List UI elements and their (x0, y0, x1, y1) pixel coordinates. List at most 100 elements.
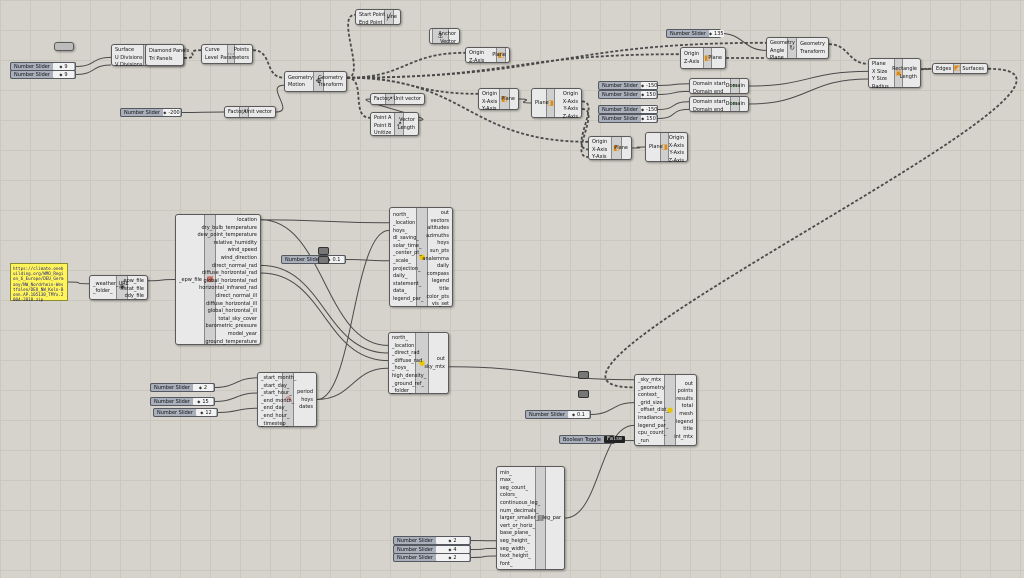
output-sunpath-4[interactable]: hoys (437, 240, 449, 247)
output-deconplane1-0[interactable]: Origin (562, 91, 578, 97)
input-incident-0[interactable]: _sky_mtx (638, 377, 662, 383)
input-diamond-0[interactable]: Diamond Panels (149, 48, 190, 54)
input-origin4-0[interactable]: Origin (592, 139, 608, 145)
slider-value[interactable]: 0.1 (323, 256, 344, 263)
output-anchor-0[interactable]: Anchor (438, 31, 456, 37)
input-legendpar-5[interactable]: num_decimals_ (500, 507, 539, 514)
input-domain2-1[interactable]: Domain end (693, 106, 724, 113)
slider-value[interactable]: 2 (435, 554, 469, 561)
number-slider-s_factor[interactable]: Number Slider-200 (120, 108, 182, 117)
input-curve-1[interactable]: Level (205, 54, 219, 61)
slider-value[interactable]: 150 (640, 91, 656, 98)
input-skymtx-4[interactable]: _hoys_ (392, 365, 409, 372)
output-curve-0[interactable]: Points (233, 47, 249, 54)
number-slider-s_scale[interactable]: Number Slider0.1 (281, 255, 346, 264)
input-origin3-1[interactable]: Z-Axis (684, 58, 700, 65)
input-incident-5[interactable]: irradiance_ (638, 414, 666, 421)
output-sunpath-12[interactable]: vis_set (431, 301, 449, 308)
output-skymtx-0[interactable]: out (436, 356, 445, 363)
input-domain1-0[interactable]: Domain start (693, 81, 726, 87)
number-slider-s_d1b[interactable]: Number Slider150 (598, 90, 658, 99)
input-legendpar-10[interactable]: seg_width_ (500, 545, 528, 552)
input-sunpath-8[interactable]: daily_ (393, 273, 408, 280)
output-sunpath-10[interactable]: title (439, 285, 449, 292)
output-curve-1[interactable]: Parameters (220, 54, 249, 61)
input-rectangle-1[interactable]: X Size (872, 68, 888, 75)
slider-value[interactable]: 135 (708, 30, 724, 37)
relay-1[interactable] (318, 256, 329, 264)
output-epwdata-0[interactable]: location (237, 217, 257, 223)
input-incident-1[interactable]: _geometry (638, 384, 665, 391)
output-factor2-0[interactable]: Unit vector (393, 96, 421, 103)
input-analysisperiod-1[interactable]: _start_day_ (261, 382, 290, 389)
output-importepw-0[interactable]: epw_file (123, 278, 144, 284)
output-deconplane2-3[interactable]: Z-Axis (668, 157, 684, 164)
input-rotate-2[interactable]: Plane (770, 55, 784, 62)
input-analysisperiod-2[interactable]: _start_hour_ (261, 390, 292, 397)
input-sunpath-1[interactable]: _location (393, 219, 416, 226)
input-sunpath-5[interactable]: _center_pt_ (393, 250, 422, 257)
toggle-switch[interactable]: False (603, 436, 625, 443)
output-incident-1[interactable]: points (677, 388, 693, 395)
input-analysisperiod-3[interactable]: _end_month_ (261, 397, 295, 404)
output-epwdata-8[interactable]: global_horizontal_rad (203, 277, 257, 284)
output-sunpath-8[interactable]: compass (426, 270, 449, 277)
input-factor2-0[interactable]: Factor (374, 96, 390, 103)
input-deconplane2-0[interactable]: Plane (649, 144, 663, 151)
slider-value[interactable]: 9 (52, 63, 74, 70)
output-analysisperiod-1[interactable]: hoys (301, 396, 313, 403)
input-rotate-0[interactable]: Geometry (770, 40, 795, 46)
output-sunpath-6[interactable]: analemma (422, 255, 449, 262)
number-slider-s_grid[interactable]: Number Slider0.1 (525, 410, 591, 419)
slider-value[interactable]: 2 (192, 384, 213, 391)
number-slider-s_d2a[interactable]: Number Slider-150 (598, 105, 658, 114)
input-domain1-1[interactable]: Domain end (693, 88, 724, 95)
input-move-1[interactable]: Motion (288, 82, 305, 89)
input-sunpath-11[interactable]: legend_par_ (393, 295, 424, 302)
input-incident-3[interactable]: _grid_size (638, 399, 663, 406)
input-line-0[interactable]: Start Point (359, 12, 386, 18)
input-vec2pt-0[interactable]: Point A (374, 115, 392, 121)
input-skymtx-5[interactable]: high_density_ (392, 372, 427, 379)
output-unitvec-0[interactable]: Unit vector (244, 109, 272, 116)
slider-value[interactable]: -150 (640, 106, 658, 113)
output-epwdata-1[interactable]: dry_bulb_temperature (201, 224, 257, 231)
input-analysisperiod-6[interactable]: _timestep_ (261, 420, 289, 427)
input-domain2-0[interactable]: Domain start (693, 99, 726, 105)
number-slider-s_seg3[interactable]: Number Slider2 (393, 553, 471, 562)
slider-value[interactable]: 9 (52, 71, 74, 78)
input-legendpar-3[interactable]: colors_ (500, 492, 518, 499)
output-diamond-0[interactable]: Tri Panels (149, 55, 173, 62)
output-epwdata-3[interactable]: relative_humidity (213, 239, 257, 246)
output-epwdata-6[interactable]: direct_normal_rad (211, 262, 257, 269)
output-sunpath-9[interactable]: legend (431, 278, 449, 285)
slider-value[interactable]: 150 (640, 115, 656, 122)
input-legendpar-8[interactable]: base_plane_ (500, 530, 531, 537)
output-incident-3[interactable]: total (681, 403, 693, 410)
input-rectangle-2[interactable]: Y Size (872, 76, 887, 83)
output-deconplane2-1[interactable]: X-Axis (668, 142, 684, 149)
input-origin2-0[interactable]: Origin (482, 91, 498, 97)
output-rectangle-1[interactable]: Length (899, 73, 917, 80)
output-importepw-2[interactable]: ddy_file (124, 293, 144, 300)
output-incident-0[interactable]: out (684, 380, 693, 387)
input-origin2-2[interactable]: Y-Axis (482, 106, 497, 113)
output-incident-2[interactable]: results (676, 395, 693, 402)
output-vec2pt-0[interactable]: Vector (399, 117, 415, 124)
output-domain2-0[interactable]: Domain (725, 101, 745, 108)
slider-value[interactable]: -150 (640, 82, 658, 89)
output-deconplane1-1[interactable]: X-Axis (562, 98, 578, 105)
input-line-1[interactable]: End Point (359, 19, 383, 26)
output-origin1-0[interactable]: Plane (492, 52, 506, 59)
